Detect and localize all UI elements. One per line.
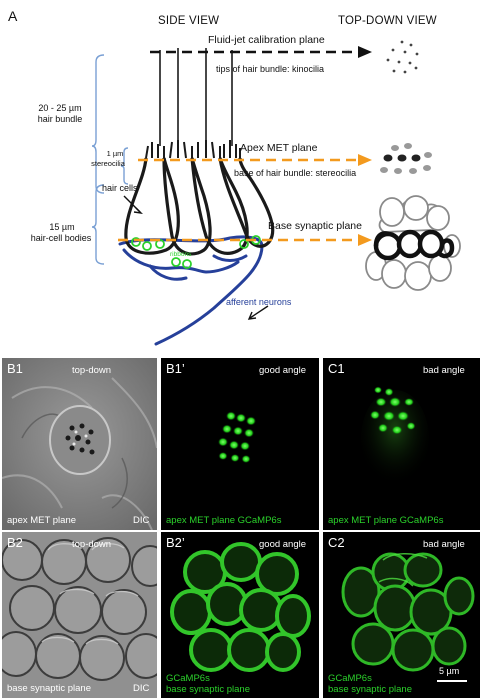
- panel-c2: C2 bad angle 5 µm GCaMP6s base synaptic …: [323, 532, 480, 698]
- hair-cell-bodies-label: hair-cell bodies: [30, 233, 92, 243]
- panel-c1: C1 bad angle apex MET plane GCaMP6s: [323, 358, 480, 530]
- size-brackets: [91, 54, 129, 265]
- panel-c1-letter: C1: [328, 361, 345, 376]
- fluid-jet-plane-label: Fluid-jet calibration plane: [208, 34, 325, 46]
- top-down-synaptic-cells: [373, 229, 445, 261]
- panel-b2-top-label: top-down: [72, 539, 112, 550]
- fluid-jet-plane-sublabel: tips of hair bundle: kinocilia: [216, 64, 325, 74]
- panel-b1p-letter: B1’: [166, 361, 185, 376]
- panel-c1-bottom-label: apex MET plane GCaMP6s: [328, 515, 444, 526]
- apex-met-plane-label: Apex MET plane: [240, 142, 318, 154]
- panel-c2-scale-label: 5 µm: [439, 666, 460, 676]
- panel-b2-prime: B2’ good angle GCaMP6s base synaptic pla…: [161, 532, 319, 698]
- panel-c2-bottom-1: GCaMP6s: [328, 673, 372, 684]
- base-synaptic-plane-line: [118, 234, 372, 246]
- stereocilia-drawing: [145, 140, 241, 159]
- panel-b1-bottom-left: apex MET plane: [7, 515, 77, 526]
- hair-cell-schematic: [91, 40, 461, 346]
- top-down-kinocilia-dots: [386, 40, 419, 74]
- hair-cells-label: hair cells: [102, 183, 138, 193]
- top-down-view-heading: TOP-DOWN VIEW: [338, 15, 437, 27]
- panel-a-letter: A: [8, 8, 18, 24]
- top-down-base-outline: [373, 231, 455, 259]
- panel-a: A SIDE VIEW TOP-DOWN VIEW: [8, 8, 461, 346]
- panel-b1-bottom-right: DIC: [133, 515, 150, 526]
- kinocilia-drawing: [159, 48, 233, 146]
- panel-b1p-bottom-label: apex MET plane GCaMP6s: [166, 515, 282, 526]
- apex-met-plane-sublabel: base of hair bundle: stereocilia: [234, 168, 357, 178]
- apex-met-plane-line: [138, 154, 372, 166]
- c1-gcamp-image: [361, 386, 429, 486]
- panel-c2-letter: C2: [328, 535, 345, 550]
- c2-gcamp-image: [341, 552, 475, 682]
- base-synaptic-plane-label: Base synaptic plane: [268, 220, 362, 232]
- panel-b1-top-label: top-down: [72, 365, 112, 376]
- panel-b2-bottom-right: DIC: [133, 683, 150, 694]
- top-down-stereocilia-dots: [380, 143, 432, 174]
- ribbons-drawing: [131, 235, 261, 269]
- afferent-neurons-label: afferent neurons: [226, 297, 292, 307]
- hair-cell-bodies-size: 15 µm: [49, 222, 75, 232]
- panel-b2-bottom-left: base synaptic plane: [7, 683, 91, 694]
- panel-b1p-top-label: good angle: [259, 365, 307, 376]
- panel-b1: B1 top-down apex MET plane DIC: [2, 358, 157, 530]
- fluid-jet-plane-line: [150, 46, 372, 58]
- panel-b2p-top-label: good angle: [259, 539, 307, 550]
- panel-b2: B2 top-down base synaptic plane DIC: [2, 532, 157, 698]
- b2-dic-image: [2, 532, 157, 698]
- scale-bar: [437, 680, 467, 682]
- side-view-heading: SIDE VIEW: [158, 15, 220, 27]
- b1-dic-image: [2, 358, 157, 530]
- stereocilia-label: stereocilia: [91, 159, 125, 168]
- stereocilia-size: 1 µm: [106, 149, 124, 158]
- panel-c2-top-label: bad angle: [423, 539, 465, 550]
- hair-bundle-label: hair bundle: [37, 114, 83, 124]
- label-arrows: [123, 195, 269, 320]
- panel-b1-letter: B1: [7, 361, 23, 376]
- panel-b2p-bottom-1: GCaMP6s: [166, 673, 210, 684]
- b1p-gcamp-image: [218, 411, 256, 463]
- panel-b1-prime: B1’ good angle apex MET plane GCaMP6s: [161, 358, 319, 530]
- panel-b2-letter: B2: [7, 535, 23, 550]
- panel-c1-top-label: bad angle: [423, 365, 465, 376]
- b2p-gcamp-image: [170, 542, 311, 672]
- panel-b2p-letter: B2’: [166, 535, 185, 550]
- panel-b2p-bottom-2: base synaptic plane: [166, 684, 250, 695]
- panel-c2-bottom-2: base synaptic plane: [328, 684, 412, 695]
- hair-bundle-size: 20 - 25 µm: [38, 103, 82, 113]
- ribbons-label: ribbons: [170, 251, 192, 258]
